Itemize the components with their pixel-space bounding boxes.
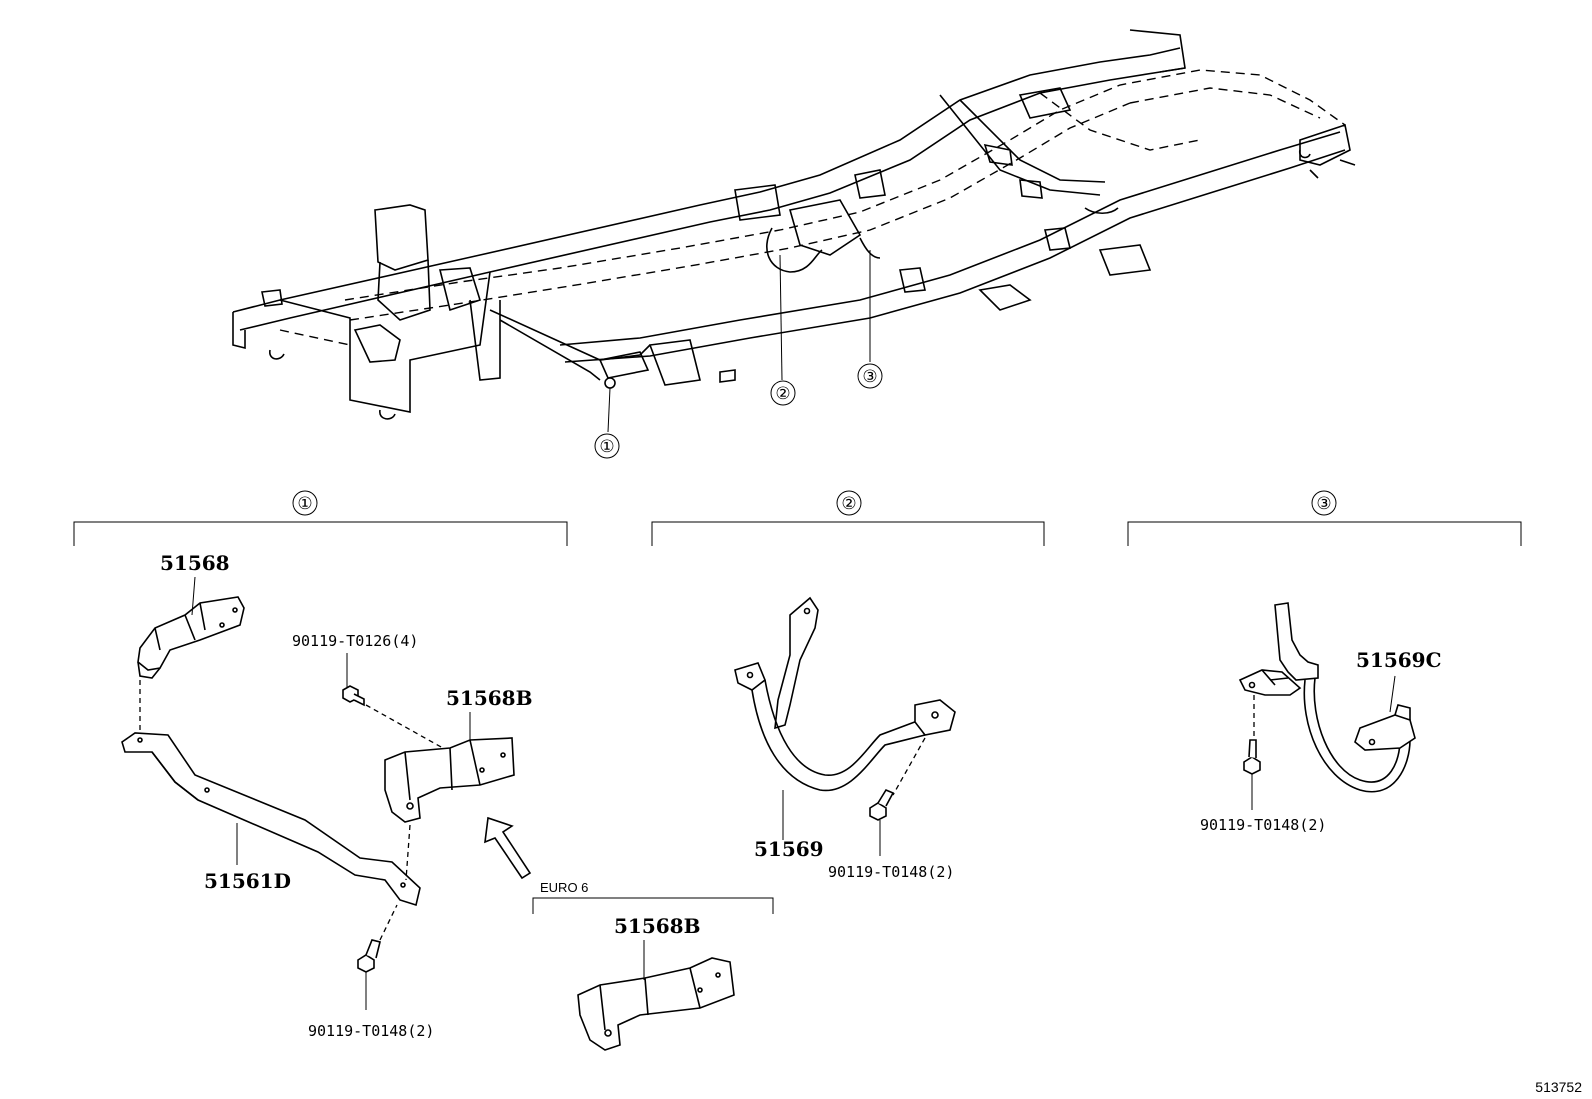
part-51568B-euro-drawing xyxy=(577,940,735,1051)
bolt-t0148-group1-drawing xyxy=(357,939,381,1010)
diagram-code: 513752 xyxy=(1535,1079,1582,1095)
bolt-t0126-drawing xyxy=(342,653,365,707)
group-3-bracket: ③ xyxy=(1127,490,1522,546)
frame-callout-2: ② xyxy=(770,380,796,406)
euro-6-label: EURO 6 xyxy=(540,880,588,895)
group-2-bracket: ② xyxy=(651,490,1045,546)
bolt-t0148-group1-label: 90119-T0148(2) xyxy=(308,1022,434,1040)
frame-callout-1: ① xyxy=(594,433,620,459)
part-51568-label: 51568 xyxy=(160,551,230,575)
part-51569-label: 51569 xyxy=(754,837,824,861)
frame-callout-3-label: ③ xyxy=(862,367,877,386)
frame-callout-2-label: ② xyxy=(775,384,790,403)
part-51561D-label: 51561D xyxy=(204,869,291,893)
part-51569C-label: 51569C xyxy=(1356,648,1442,672)
part-51568B-drawing xyxy=(384,712,515,823)
part-51561D-drawing xyxy=(121,732,421,907)
bolt-t0148-group3-drawing xyxy=(1243,739,1261,810)
frame-callout-3: ③ xyxy=(857,363,883,389)
bolt-t0126-label: 90119-T0126(4) xyxy=(292,632,418,650)
group-3-callout: ③ xyxy=(1316,494,1331,513)
euro-6-bracket xyxy=(532,897,774,914)
group-2-callout: ② xyxy=(841,494,856,513)
bolt-t0148-group2-label: 90119-T0148(2) xyxy=(828,863,954,881)
chassis-frame-illustration xyxy=(232,29,1356,433)
arrow-icon xyxy=(484,816,532,880)
part-51568B-euro-label: 51568B xyxy=(614,914,700,938)
part-51569C-drawing xyxy=(1238,602,1416,793)
bolt-t0148-group3-label: 90119-T0148(2) xyxy=(1200,816,1326,834)
part-51568B-label: 51568B xyxy=(446,686,532,710)
part-51568-drawing xyxy=(137,576,245,679)
frame-callout-1-label: ① xyxy=(599,437,614,456)
group-1-bracket: ① xyxy=(73,490,568,546)
bolt-t0148-group2-drawing xyxy=(869,788,895,856)
part-51569-drawing xyxy=(734,596,956,840)
group-1-callout: ① xyxy=(297,494,312,513)
